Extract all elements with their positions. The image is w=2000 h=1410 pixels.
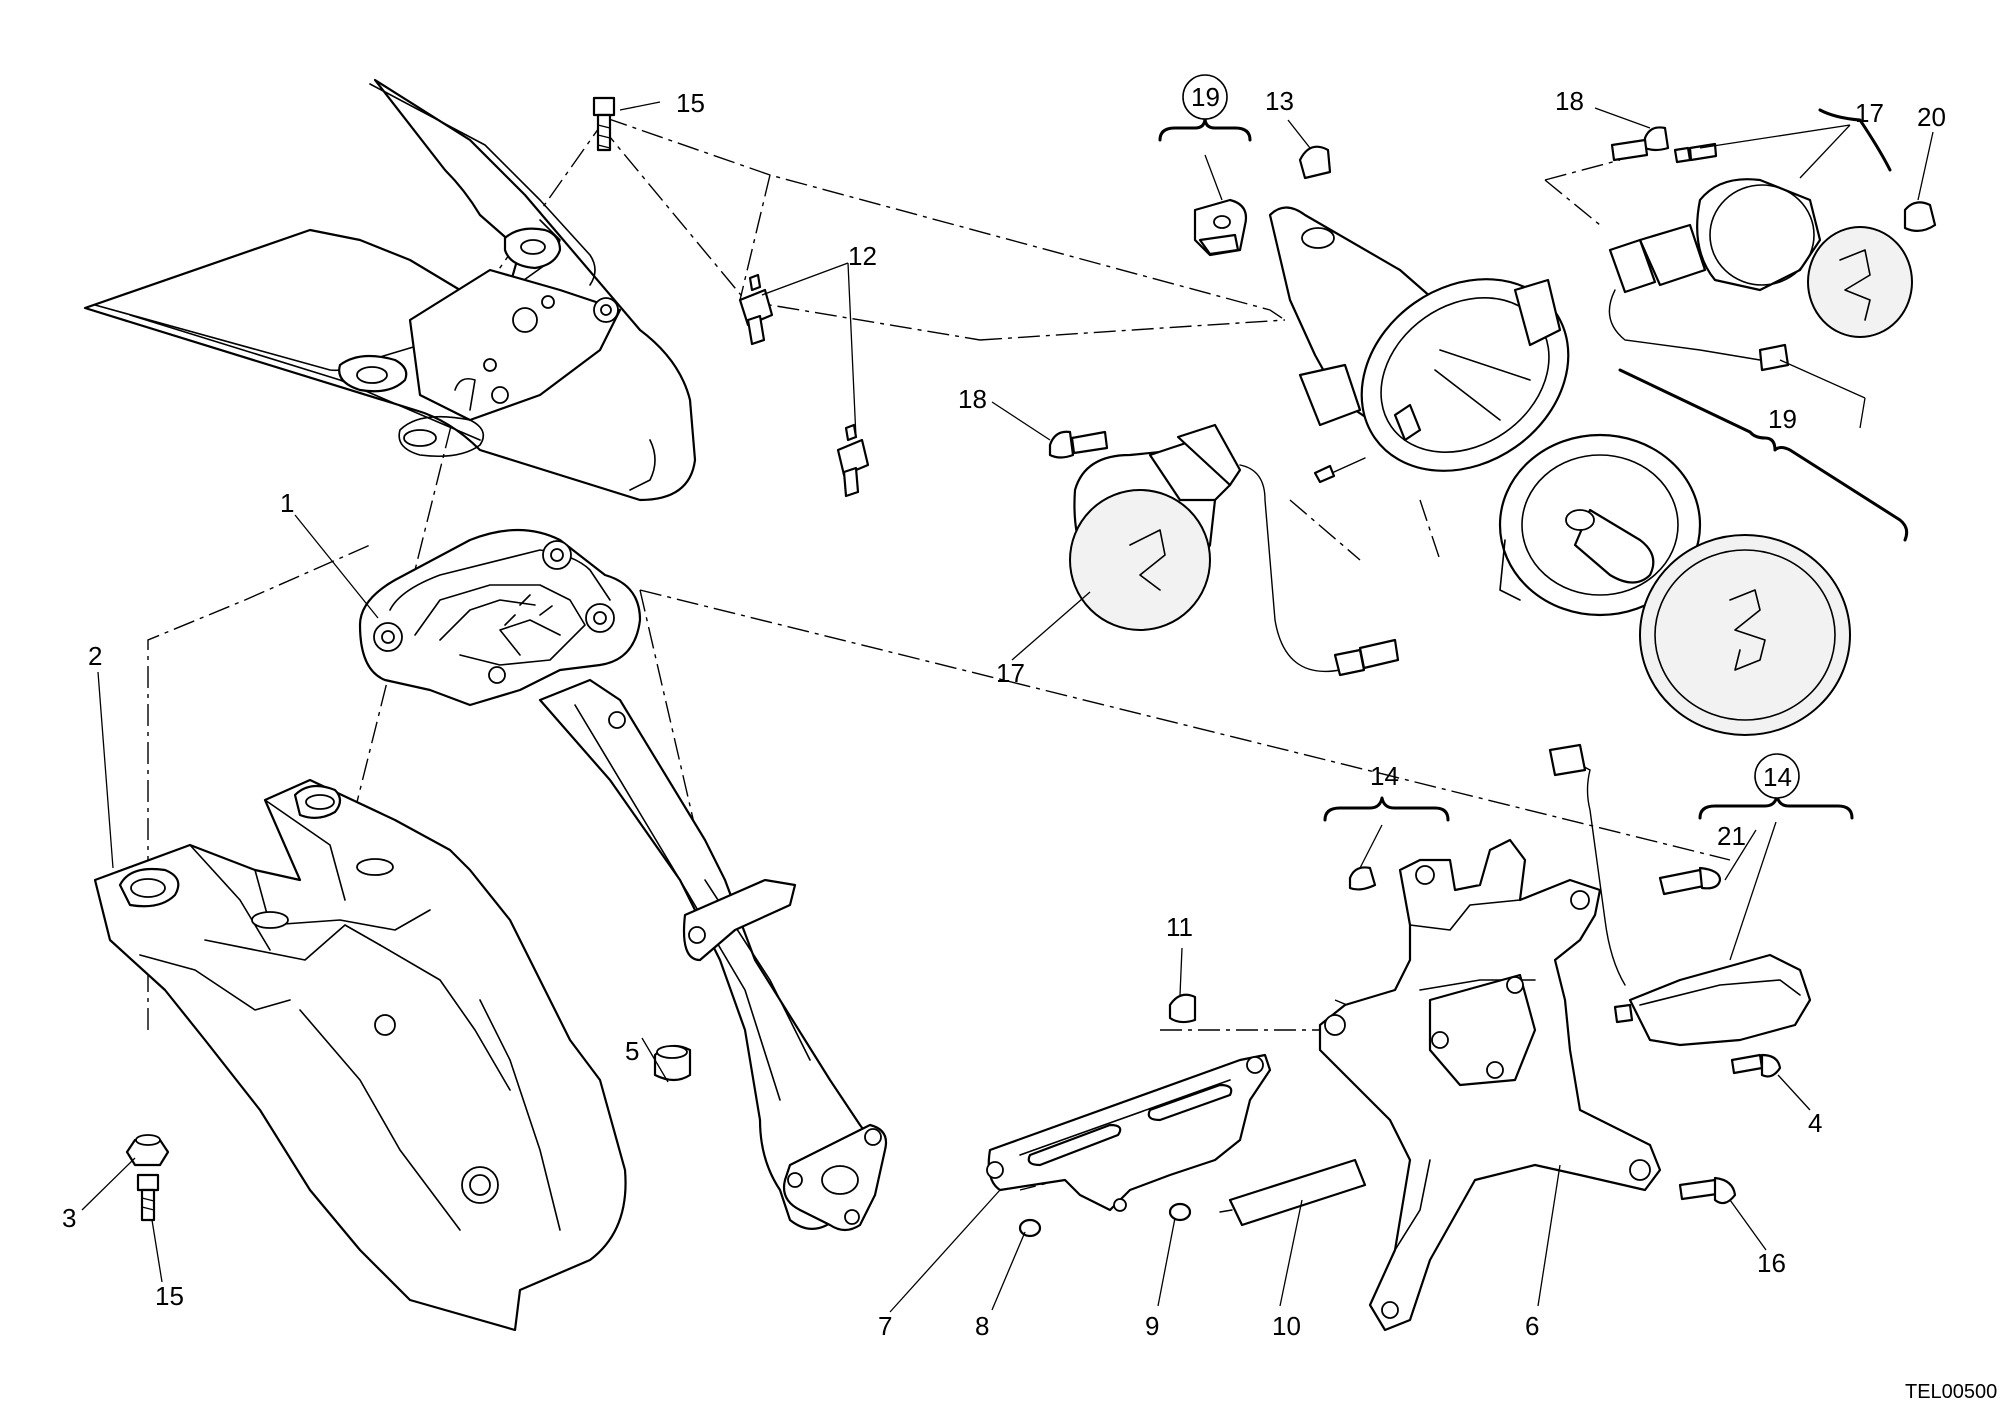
- seat-subframe: [83, 78, 697, 502]
- label-part-14-right: 14: [1763, 762, 1792, 792]
- label-part-17-top: 17: [1855, 98, 1884, 128]
- label-part-19-right: 19: [1768, 404, 1797, 434]
- part-7-plate-support: [986, 993, 1367, 1238]
- part-6-license-plate-holder: [1318, 838, 1782, 1332]
- label-part-9: 9: [1145, 1311, 1159, 1341]
- drawing-reference-code: TEL00500: [1905, 1381, 1997, 1403]
- part-2-rear-mudguard: [93, 778, 627, 1332]
- fasteners-left: [125, 96, 1332, 1222]
- label-part-15-top: 15: [676, 88, 705, 118]
- plate-light: [1548, 743, 1812, 1047]
- label-part-7: 7: [878, 1311, 892, 1341]
- label-part-15-bottom: 15: [155, 1281, 184, 1311]
- label-part-4: 4: [1808, 1108, 1822, 1138]
- label-part-20: 20: [1917, 102, 1946, 132]
- label-part-11: 11: [1166, 912, 1193, 942]
- label-part-1: 1: [280, 488, 294, 518]
- label-part-3: 3: [62, 1203, 76, 1233]
- part-labels: 15 1 2 3 15 5 12 13 19 18 17 20 19 18 17…: [62, 82, 1997, 1403]
- group-braces: [1158, 108, 1909, 822]
- label-part-6: 6: [1525, 1311, 1539, 1341]
- label-part-17-left: 17: [996, 658, 1025, 688]
- label-part-18-top: 18: [1555, 86, 1584, 116]
- label-part-8: 8: [975, 1311, 989, 1341]
- tail-light-lens-assembly: [1498, 433, 1851, 736]
- circle-label-14-right: [1754, 753, 1800, 799]
- label-part-16: 16: [1757, 1248, 1786, 1278]
- turn-signal-right: [1608, 126, 1937, 372]
- label-part-12: 12: [848, 241, 877, 271]
- label-part-2: 2: [88, 641, 102, 671]
- part-1-rear-bracket: [358, 528, 888, 1232]
- leader-lines: [81, 101, 1934, 1313]
- label-part-10: 10: [1272, 1311, 1301, 1341]
- label-part-5: 5: [625, 1036, 639, 1066]
- label-part-19-top: 19: [1191, 82, 1220, 112]
- label-part-18-left: 18: [958, 384, 987, 414]
- label-part-14-left: 14: [1370, 761, 1399, 791]
- label-part-13: 13: [1265, 86, 1294, 116]
- tail-light-housing: [1193, 198, 1570, 484]
- label-part-21: 21: [1717, 821, 1746, 851]
- turn-signal-left: [1048, 423, 1400, 677]
- circle-label-19-top: [1182, 74, 1228, 120]
